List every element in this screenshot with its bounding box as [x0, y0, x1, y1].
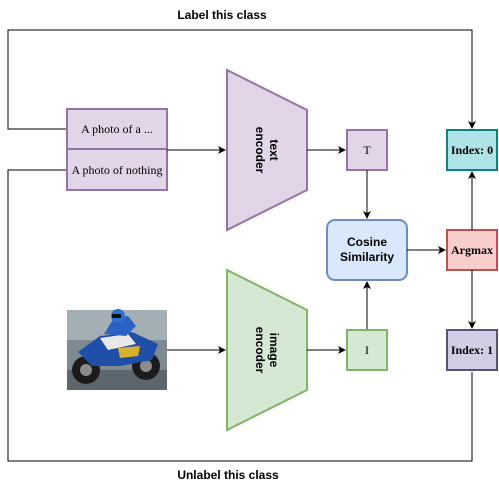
prompt-box-0	[66, 108, 168, 150]
motorcycle-photo-icon	[67, 309, 167, 390]
argmax-label: Argmax	[451, 243, 493, 257]
label-loop-edge	[7, 29, 476, 130]
svg-text:encoder: encoder	[253, 127, 267, 174]
image-encoder-label: image encoder	[253, 327, 281, 374]
cosine-label-line2: Similarity	[340, 250, 394, 264]
top-label: Label this class	[177, 8, 267, 22]
text-encoder-label: text encoder	[253, 127, 281, 174]
index0-label: Index: 0	[451, 143, 493, 157]
index1-label: Index: 1	[451, 343, 493, 357]
prompt-box-1	[66, 148, 168, 191]
bottom-label: Unlabel this class	[177, 468, 279, 482]
text-feature-label: T	[363, 143, 371, 157]
image-feature-box	[346, 329, 388, 371]
unlabel-loop-edge	[7, 169, 473, 462]
image-feature-label: I	[365, 343, 369, 357]
prompt-0-text: A photo of a ...	[81, 122, 153, 136]
svg-text:text: text	[267, 139, 281, 160]
text-encoder	[226, 68, 308, 232]
index1-box	[446, 329, 498, 371]
index0-box	[446, 129, 498, 171]
prompt-1-text: A photo of nothing	[71, 163, 162, 177]
argmax-box	[446, 229, 498, 271]
svg-text:image: image	[267, 333, 281, 368]
cosine-label-line1: Cosine	[347, 235, 387, 249]
image-encoder	[226, 268, 308, 432]
svg-text:encoder: encoder	[253, 327, 267, 374]
